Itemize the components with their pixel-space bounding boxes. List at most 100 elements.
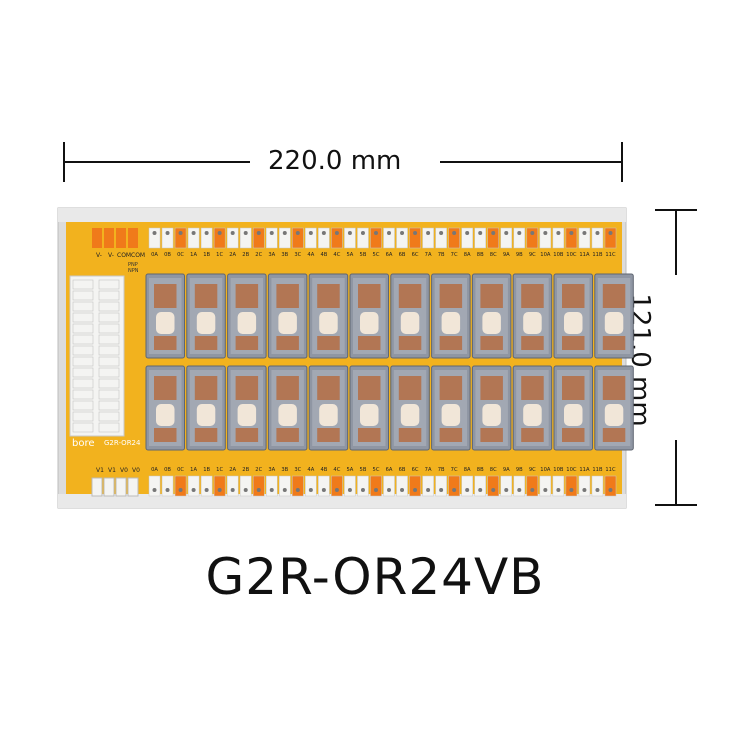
bottom-terminal-label: 8A — [464, 467, 471, 473]
terminal-screw — [608, 231, 613, 235]
relay-contact — [604, 404, 624, 426]
top-terminal-label: 1B — [203, 252, 210, 258]
top-terminal — [213, 227, 226, 249]
left-terminal — [72, 422, 94, 433]
top-terminal — [279, 227, 291, 249]
bottom-terminal — [331, 475, 343, 497]
bottom-terminal-label: 10B — [553, 467, 564, 473]
bottom-terminal-label: 9B — [516, 467, 523, 473]
top-terminal — [239, 227, 252, 249]
bottom-terminal-label: 2A — [229, 467, 236, 473]
terminal-screw — [517, 488, 522, 492]
left-terminal — [72, 378, 94, 389]
top-terminal-label: 11B — [592, 252, 603, 258]
relay-array — [145, 273, 634, 451]
relay-contact — [564, 404, 583, 426]
terminal-screw — [452, 488, 457, 492]
relay-terminal-pins — [562, 336, 585, 350]
bottom-terminal-label: 11C — [605, 467, 616, 473]
left-terminal — [98, 367, 120, 378]
terminal-screw — [582, 488, 587, 492]
terminal-screw — [465, 231, 470, 235]
top-terminal — [448, 227, 460, 249]
bottom-terminal — [552, 475, 565, 497]
bottom-terminal — [357, 475, 369, 497]
relay-coil — [602, 376, 626, 400]
terminal-screw — [217, 231, 222, 235]
bottom-terminal — [148, 475, 161, 497]
relay-terminal-pins — [194, 336, 218, 350]
bottom-terminal-label: 2B — [242, 467, 249, 473]
terminal-screw — [491, 488, 496, 492]
relay-terminal-pins — [358, 428, 381, 442]
top-terminal — [578, 227, 591, 249]
bottom-terminal-label: 8B — [477, 467, 484, 473]
bottom-terminal — [213, 475, 226, 497]
relay-contact — [360, 404, 379, 426]
relay-coil — [154, 284, 177, 308]
bottom-terminal-row — [91, 475, 617, 497]
left-terminals — [72, 279, 120, 433]
top-terminal-label: 6A — [386, 252, 393, 258]
bottom-terminal — [252, 475, 265, 497]
npn-label: NPN — [128, 268, 139, 274]
bottom-terminal-label: 0A — [151, 467, 158, 473]
top-terminal — [305, 227, 317, 249]
relay-contact — [441, 312, 461, 334]
top-terminal-label: 0A — [151, 252, 158, 258]
bottom-terminal — [565, 475, 578, 497]
bottom-terminal — [448, 475, 460, 497]
bottom-terminal — [500, 475, 513, 497]
relay-coil — [358, 284, 381, 308]
top-terminal — [187, 227, 200, 249]
relay-coil — [480, 284, 503, 308]
relay-coil — [439, 284, 463, 308]
brand-logo-text: bore — [72, 438, 95, 449]
bottom-terminal — [396, 475, 408, 497]
top-terminal-label: 1C — [216, 252, 223, 258]
top-terminal — [266, 227, 278, 249]
terminal-screw — [373, 231, 378, 235]
relay-coil — [358, 376, 381, 400]
relay-terminal-pins — [439, 336, 463, 350]
terminal-screw — [191, 488, 196, 492]
top-power-terminal — [104, 228, 114, 248]
top-terminal — [500, 227, 513, 249]
bottom-power-terminal — [91, 477, 103, 497]
board-code-text: G2R-OR24 — [104, 439, 141, 447]
terminal-screw — [360, 488, 365, 492]
left-terminal — [72, 301, 94, 312]
relay-contact — [237, 404, 257, 426]
top-terminal-label: 6B — [399, 252, 406, 258]
terminal-screw — [230, 231, 235, 235]
bottom-terminal — [344, 475, 356, 497]
bottom-terminal-label: 8C — [490, 467, 497, 473]
relay-contact — [319, 312, 338, 334]
terminal-screw — [178, 488, 183, 492]
relay-terminal-pins — [235, 428, 259, 442]
relay-coil — [317, 284, 340, 308]
left-terminal — [72, 334, 94, 345]
left-terminal — [98, 411, 120, 422]
left-terminal — [98, 400, 120, 411]
terminal-screw — [347, 488, 352, 492]
bottom-terminal — [539, 475, 552, 497]
terminal-screw — [543, 231, 548, 235]
top-terminal-label: 3A — [268, 252, 275, 258]
relay-contact — [482, 404, 501, 426]
top-terminal-label: 8B — [477, 252, 484, 258]
bottom-power-label-4: V0 — [132, 467, 140, 474]
terminal-screw — [517, 231, 522, 235]
terminal-screw — [165, 488, 170, 492]
relay-coil — [562, 284, 585, 308]
relay-terminal-pins — [562, 428, 585, 442]
relay-contact — [360, 312, 379, 334]
left-terminal — [98, 345, 120, 356]
top-terminal-label: 11A — [579, 252, 590, 258]
top-terminal-label: 9C — [529, 252, 536, 258]
terminal-screw — [556, 231, 561, 235]
left-terminal — [72, 323, 94, 334]
top-terminal-label: 2A — [229, 252, 236, 258]
bottom-terminal-label: 4B — [320, 467, 327, 473]
relay-contact — [156, 312, 175, 334]
